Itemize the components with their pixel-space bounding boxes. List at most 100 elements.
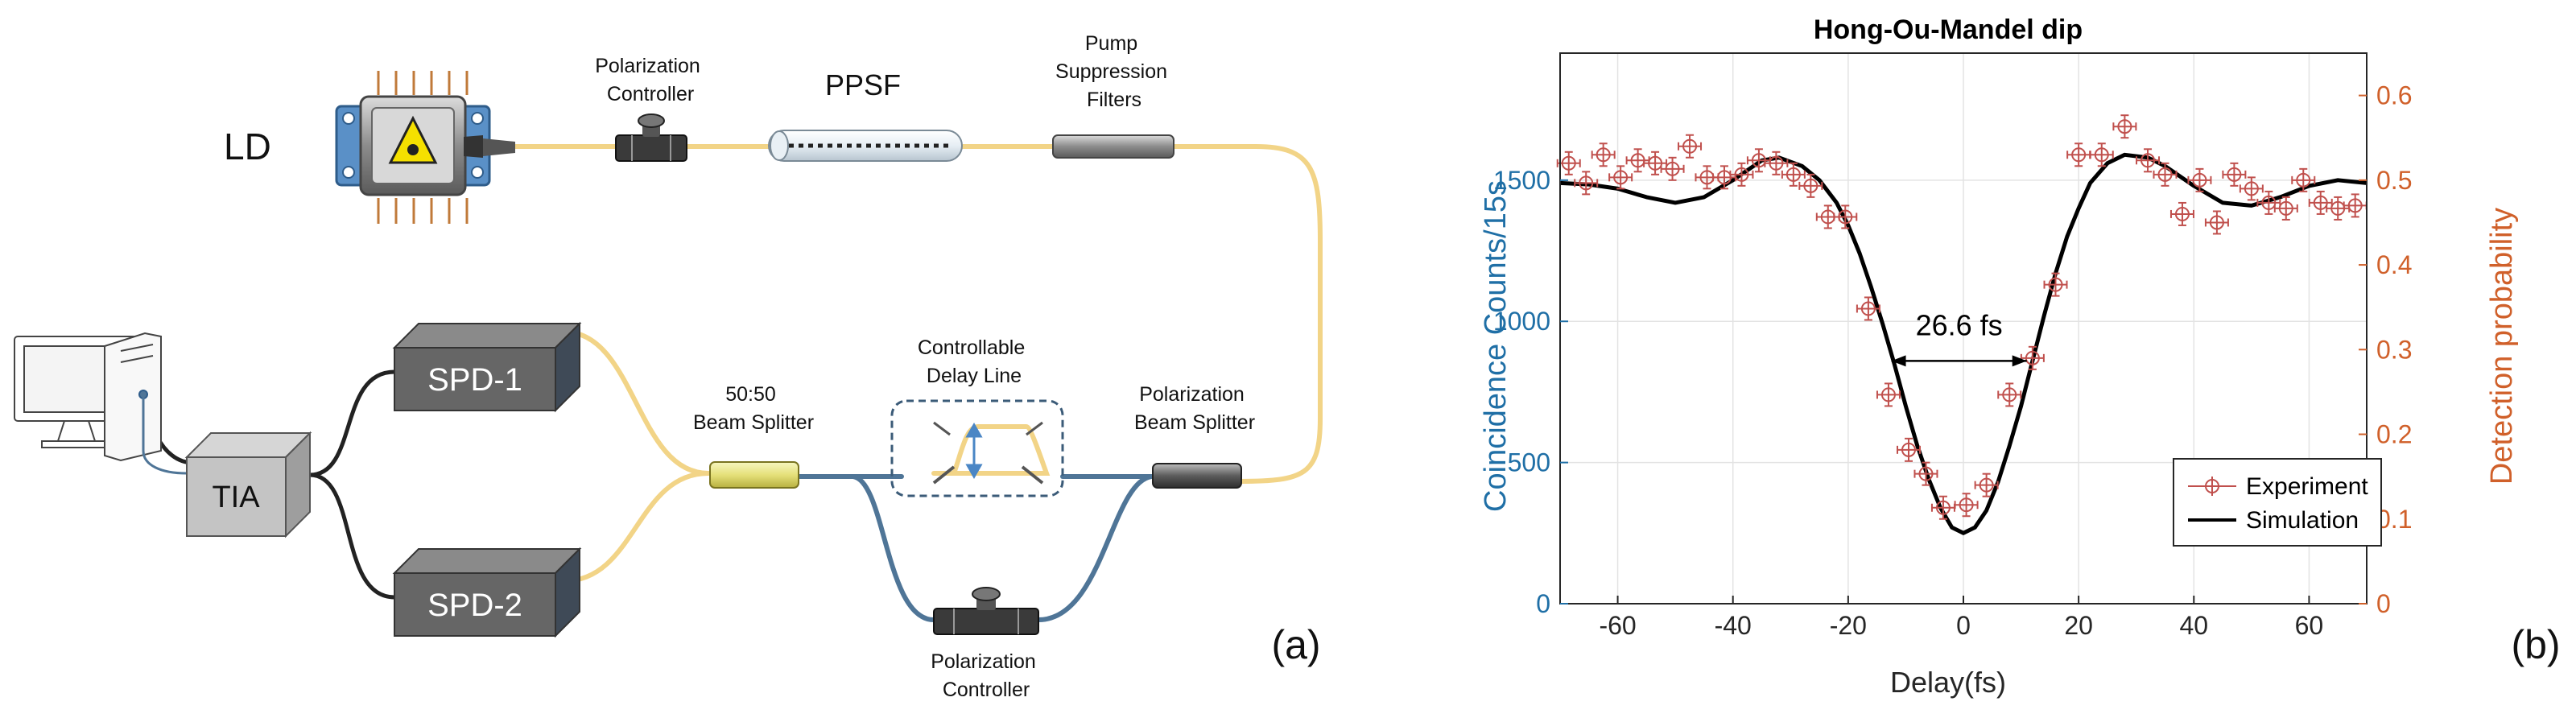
delay-arrow-icon bbox=[965, 422, 983, 480]
y-right-tick-label: 0.3 bbox=[2376, 335, 2412, 364]
experiment-marker bbox=[2278, 200, 2293, 216]
yellow-fiber-path bbox=[481, 144, 1323, 584]
experiment-marker bbox=[2048, 277, 2063, 292]
experiment-point bbox=[2187, 167, 2212, 192]
experiment-marker bbox=[1901, 442, 1917, 457]
experiment-marker bbox=[2002, 387, 2017, 402]
polarization-controller-bottom bbox=[933, 587, 1039, 635]
experiment-marker bbox=[1918, 466, 1934, 481]
experiment-point bbox=[1711, 165, 1736, 190]
experiment-marker bbox=[1785, 167, 1801, 182]
delay-label-line1: Controllable bbox=[918, 336, 1025, 359]
experiment-marker bbox=[1665, 161, 1680, 176]
spd1-box bbox=[392, 321, 582, 413]
experiment-point bbox=[2089, 142, 2114, 167]
x-tick-label: 60 bbox=[2295, 611, 2324, 640]
experiment-point bbox=[1660, 156, 1685, 181]
chart-title: Hong-Ou-Mandel dip bbox=[1814, 14, 2083, 45]
experiment-point bbox=[1997, 382, 2022, 407]
laser-warning-icon bbox=[388, 115, 438, 164]
experiment-marker bbox=[2071, 147, 2087, 163]
spd1-label: SPD-1 bbox=[427, 362, 522, 398]
experiment-marker bbox=[2261, 195, 2277, 210]
x-tick-label: 20 bbox=[2064, 611, 2093, 640]
panel-label-a: (a) bbox=[1271, 622, 1320, 667]
fwhm-arrow-head-right bbox=[2012, 355, 2027, 367]
experiment-marker bbox=[1979, 477, 1994, 493]
delay-line bbox=[890, 399, 1064, 497]
pc-bottom-label: Polarization Controller bbox=[931, 650, 1042, 701]
pc-bottom-label-line2: Controller bbox=[943, 679, 1030, 701]
experiment-point bbox=[1591, 142, 1616, 167]
experiment-marker bbox=[2140, 153, 2156, 168]
y-left-tick-label: 1500 bbox=[1493, 166, 1550, 195]
experiment-point bbox=[2343, 193, 2368, 218]
experiment-point bbox=[1913, 461, 1938, 486]
experiment-marker bbox=[1959, 497, 1974, 513]
panel-label-b: (b) bbox=[2511, 622, 2560, 667]
experiment-point bbox=[1746, 148, 1771, 173]
y-right-tick-label: 0.2 bbox=[2376, 420, 2412, 449]
experiment-marker bbox=[2025, 350, 2040, 365]
experiment-point bbox=[2043, 272, 2068, 297]
legend-simulation-label: Simulation bbox=[2246, 507, 2359, 534]
delay-label: Controllable Delay Line bbox=[918, 336, 1030, 387]
experiment-point bbox=[1764, 151, 1789, 175]
experiment-point bbox=[1556, 151, 1581, 175]
experiment-marker bbox=[2157, 167, 2173, 182]
experiment-point bbox=[2153, 162, 2178, 187]
experiment-marker bbox=[2174, 206, 2190, 221]
computer-cable bbox=[142, 394, 188, 475]
experiment-point bbox=[1574, 171, 1599, 196]
experiment-marker bbox=[2244, 181, 2259, 196]
experiment-marker bbox=[1880, 387, 1896, 402]
experiment-marker bbox=[2313, 195, 2328, 210]
experiment-marker bbox=[2296, 172, 2311, 188]
blue-fiber-path bbox=[795, 474, 1154, 622]
y-right-axis-label: Detection probability bbox=[2485, 208, 2519, 485]
experiment-point bbox=[1876, 382, 1901, 407]
experiment-point bbox=[1833, 204, 1858, 229]
experiment-marker bbox=[2347, 198, 2363, 213]
pbs-label-line1: Polarization bbox=[1139, 383, 1245, 406]
experiment-marker bbox=[1803, 178, 1818, 193]
experiment-point bbox=[2291, 167, 2316, 192]
ppsf-label: PPSF bbox=[825, 68, 901, 101]
experiment-marker bbox=[1596, 147, 1611, 163]
experiment-point bbox=[2136, 148, 2161, 173]
experiment-marker bbox=[2117, 119, 2132, 134]
experiment-point bbox=[1729, 162, 1754, 187]
experiment-marker bbox=[1860, 301, 1876, 316]
y-right-axis-ticks: 00.10.20.30.40.50.6 bbox=[2359, 81, 2412, 618]
pump-filter-label-line3: Filters bbox=[1087, 89, 1141, 111]
y-left-tick-label: 0 bbox=[1536, 589, 1550, 618]
y-right-tick-label: 0.4 bbox=[2376, 250, 2412, 279]
tia-label: TIA bbox=[212, 481, 260, 514]
x-tick-label: 0 bbox=[1956, 611, 1971, 640]
experiment-marker bbox=[1734, 167, 1749, 182]
experiment-point bbox=[1608, 165, 1633, 190]
experiment-marker bbox=[1648, 155, 1663, 171]
ld-label: LD bbox=[224, 126, 271, 167]
experiment-point bbox=[2273, 196, 2298, 221]
bs-label-line1: 50:50 bbox=[725, 383, 776, 406]
pc-bottom-label-line1: Polarization bbox=[931, 650, 1036, 673]
experiment-point bbox=[2112, 114, 2137, 139]
experiment-point bbox=[1678, 134, 1703, 159]
y-left-tick-label: 1000 bbox=[1493, 307, 1550, 336]
pc-top-label: Polarization Controller bbox=[595, 55, 706, 105]
polarization-beam-splitter bbox=[1152, 463, 1242, 489]
experiment-point bbox=[2239, 176, 2264, 201]
y-right-tick-label: 0.1 bbox=[2376, 505, 2412, 534]
x-tick-label: -60 bbox=[1599, 611, 1636, 640]
experiment-marker bbox=[1579, 175, 1594, 191]
pump-filter-label: Pump Suppression Filters bbox=[1055, 32, 1173, 111]
experimental-setup-diagram: LD Polarization Controller PPSF Pump Sup… bbox=[14, 32, 1323, 701]
experiment-point bbox=[1643, 151, 1668, 175]
polarization-controller-top bbox=[615, 113, 687, 162]
experiment-point bbox=[2020, 345, 2045, 370]
fwhm-annotation: 26.6 fs bbox=[1891, 308, 2027, 367]
